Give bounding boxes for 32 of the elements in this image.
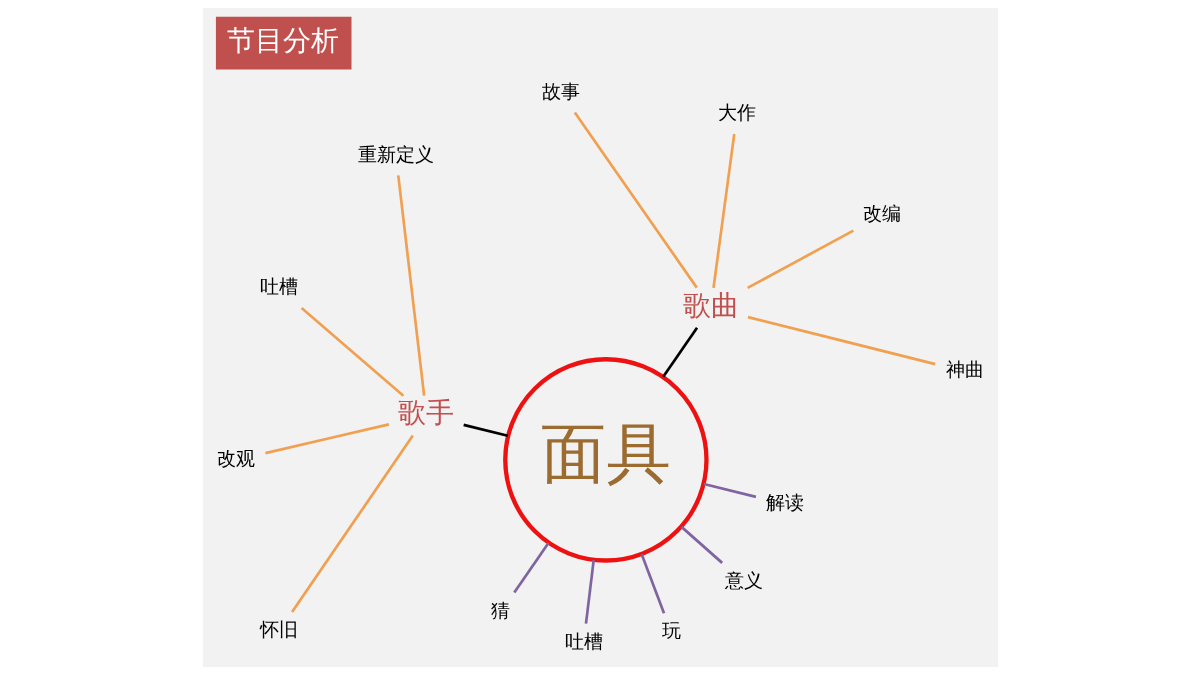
node-text: 解读 — [765, 490, 804, 514]
node-text: 歌手 — [397, 396, 454, 430]
node-text: 神曲 — [945, 358, 984, 382]
connector — [300, 306, 404, 397]
connector — [290, 434, 414, 613]
connector — [512, 542, 550, 594]
connector — [573, 111, 698, 289]
node-text: 故事 — [541, 79, 580, 103]
connector — [396, 175, 425, 396]
node-text: 歌曲 — [682, 288, 739, 322]
node-text: 猜 — [490, 598, 510, 622]
node-text: 怀旧 — [259, 618, 298, 642]
connector — [661, 327, 698, 378]
connector — [264, 423, 389, 455]
diagram-title: 节目分析 — [226, 24, 339, 58]
connector — [462, 423, 508, 437]
node-text: 改编 — [862, 201, 901, 225]
connector — [746, 229, 854, 290]
connector — [680, 525, 723, 564]
node-text: 意义 — [724, 569, 763, 593]
node-circle: 面具 — [502, 357, 709, 563]
connector — [711, 133, 736, 289]
connector — [747, 315, 936, 366]
node-text: 玩 — [661, 619, 681, 643]
node-text: 大作 — [717, 101, 756, 125]
connector — [584, 560, 595, 624]
node-text: 吐槽 — [564, 630, 603, 654]
connector — [703, 482, 756, 499]
node-text: 吐槽 — [259, 274, 298, 298]
node-text: 改观 — [216, 446, 255, 470]
connector — [639, 553, 665, 614]
node-text: 重新定义 — [357, 142, 434, 166]
